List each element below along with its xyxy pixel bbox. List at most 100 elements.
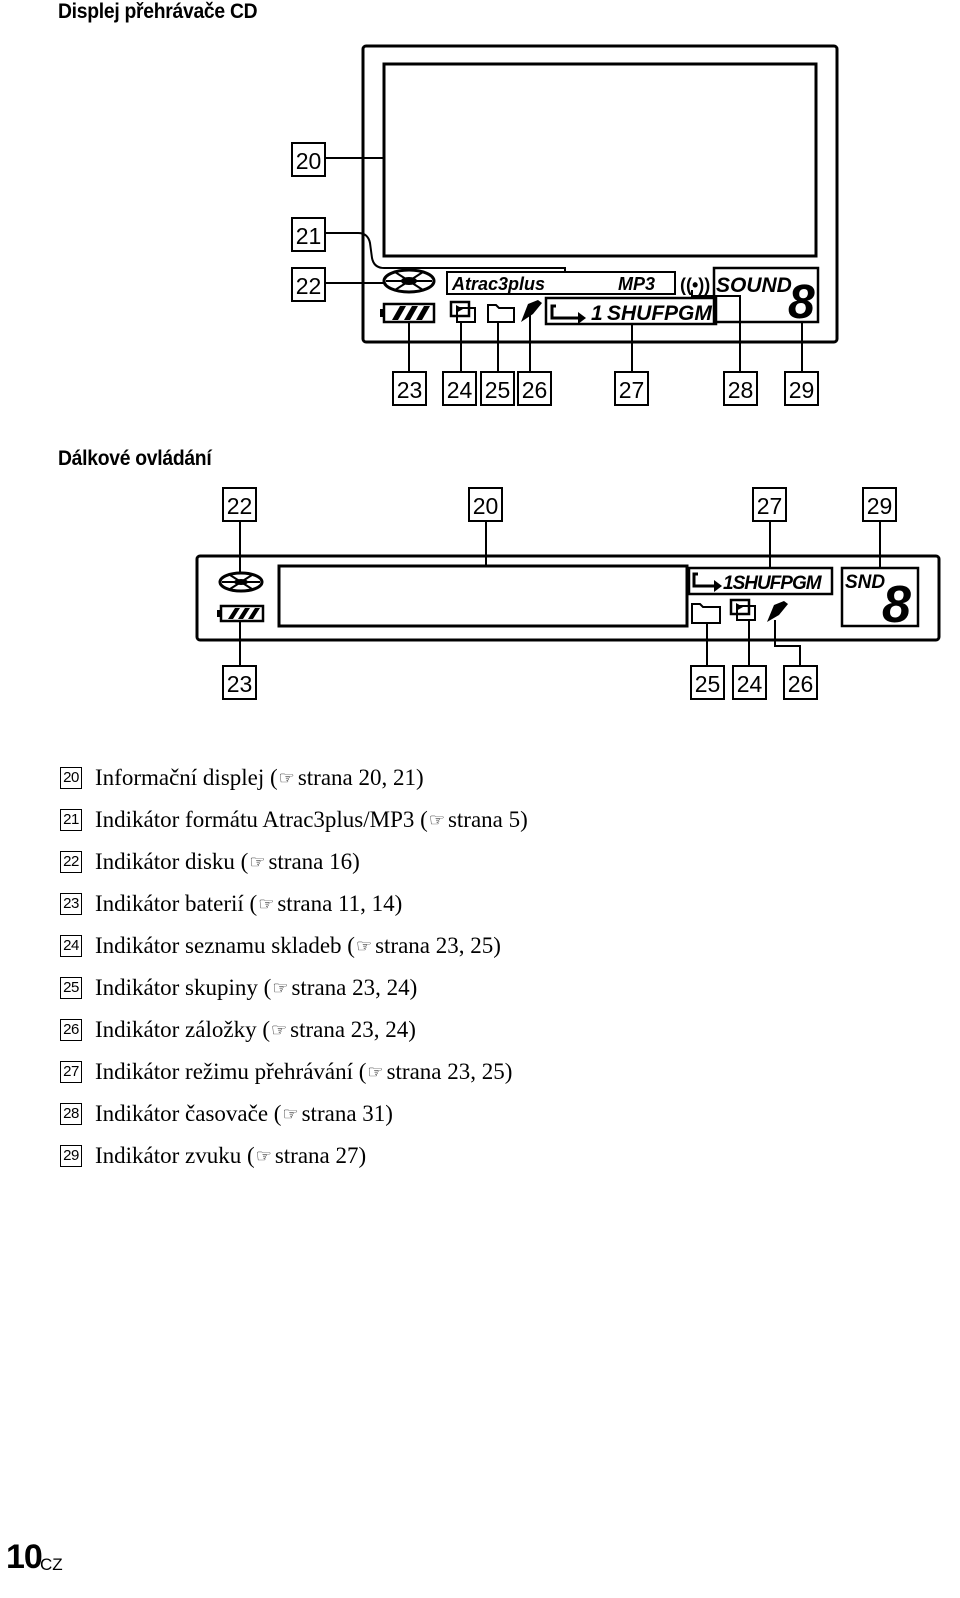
svg-text:23: 23 [227, 671, 253, 697]
remote-callout-24: 24 [732, 665, 767, 700]
cd-sound-label: SOUND [716, 274, 792, 297]
remote-callout-29: 29 [862, 487, 897, 522]
legend-item-26: 26 Indikátor záložky ( ☞ strana 23, 24) [60, 1009, 940, 1051]
cd-callout-25: 25 [480, 371, 515, 406]
cd-info-display [382, 62, 818, 258]
remote-group-icon [691, 603, 721, 624]
cd-playlist-icon [449, 300, 476, 323]
remote-play-mode-box [687, 566, 834, 596]
remote-callout-27: 27 [752, 487, 787, 522]
cd-callout-28: 28 [723, 371, 758, 406]
callout-23: 23 [397, 377, 423, 403]
cd-repeat-icon [550, 304, 586, 324]
remote-display-heading: Dálkové ovládání [58, 447, 212, 470]
legend-text: Indikátor zvuku ( [95, 1143, 255, 1168]
legend-ref: strana 23, 24) [290, 1017, 416, 1042]
page-language: CZ [40, 1555, 63, 1574]
pointing-hand-icon: ☞ [282, 1103, 299, 1124]
remote-sound-digit: 8 [882, 576, 911, 634]
legend-number: 27 [60, 1061, 82, 1083]
pointing-hand-icon: ☞ [355, 935, 373, 956]
remote-callout-25: 25 [690, 665, 725, 700]
cd-disc-icon [382, 268, 436, 294]
remote-leader-lines [239, 520, 881, 666]
remote-snd-label: SND [845, 572, 885, 593]
cd-mode-pgm: PGM [664, 302, 712, 325]
cd-display-diagram: Atrac3plus MP3 ((•)) SOUND 8 1 [291, 44, 839, 406]
callout-20: 20 [296, 148, 322, 174]
svg-text:24: 24 [737, 671, 763, 697]
legend-number: 25 [60, 977, 82, 999]
cd-callout-20: 20 [291, 142, 326, 177]
legend-text: Indikátor skupiny ( [95, 975, 272, 1000]
remote-callout-22: 22 [222, 487, 257, 522]
remote-disc-icon [218, 571, 264, 593]
cd-callout-24: 24 [442, 371, 477, 406]
legend-ref: strana 27) [274, 1143, 367, 1168]
page-number: 10 [6, 1538, 43, 1576]
pointing-hand-icon: ☞ [272, 977, 289, 998]
callout-27: 27 [619, 377, 645, 403]
pointing-hand-icon: ☞ [367, 1061, 384, 1082]
svg-text:27: 27 [757, 493, 783, 519]
legend-text: Informační displej ( [95, 765, 278, 790]
legend-text: Indikátor záložky ( [95, 1017, 270, 1042]
callout-24: 24 [447, 377, 473, 403]
legend-text: Indikátor seznamu skladeb ( [95, 933, 355, 958]
pointing-hand-icon: ☞ [270, 1019, 288, 1040]
legend-text: Indikátor formátu Atrac3plus/MP3 ( [95, 807, 428, 832]
legend-item-24: 24 Indikátor seznamu skladeb ( ☞ strana … [60, 925, 940, 967]
svg-text:25: 25 [695, 671, 721, 697]
legend-text: Indikátor baterií ( [95, 891, 258, 916]
cd-battery-icon [380, 302, 436, 324]
legend-number: 24 [60, 935, 82, 957]
cd-format-box [446, 271, 676, 295]
cd-format-mp3: MP3 [618, 274, 655, 294]
legend-number: 26 [60, 1019, 82, 1041]
legend-item-23: 23 Indikátor baterií ( ☞ strana 11, 14) [60, 883, 940, 925]
callout-22: 22 [296, 273, 322, 299]
callout-28: 28 [728, 377, 754, 403]
legend-ref: strana 16) [268, 849, 360, 874]
remote-info-display [277, 564, 689, 628]
cd-group-icon [487, 304, 515, 323]
pointing-hand-icon: ☞ [255, 1145, 272, 1166]
legend-item-29: 29 Indikátor zvuku ( ☞ strana 27) [60, 1135, 940, 1177]
cd-callout-27: 27 [614, 371, 649, 406]
cd-display-frame [361, 44, 839, 344]
legend-ref: strana 23, 25) [386, 1059, 513, 1084]
cd-bookmark-icon [521, 300, 542, 322]
legend-item-21: 21 Indikátor formátu Atrac3plus/MP3 ( ☞ … [60, 799, 940, 841]
pointing-hand-icon: ☞ [278, 767, 295, 788]
cd-callout-29: 29 [784, 371, 819, 406]
cd-timer-icon: ((•)) [680, 275, 710, 295]
remote-playlist-icon [729, 598, 756, 621]
pointing-hand-icon: ☞ [258, 893, 275, 914]
legend-ref: strana 23, 24) [291, 975, 418, 1000]
legend-item-25: 25 Indikátor skupiny ( ☞ strana 23, 24) [60, 967, 940, 1009]
legend-number: 22 [60, 851, 82, 873]
remote-callout-23: 23 [222, 665, 257, 700]
legend-number: 23 [60, 893, 82, 915]
remote-repeat-icon [692, 572, 722, 592]
cd-callout-22: 22 [291, 267, 326, 302]
cd-callout-21: 21 [291, 217, 326, 252]
callout-26: 26 [522, 377, 548, 403]
remote-callout-20: 20 [468, 487, 503, 522]
cd-callout-26: 26 [517, 371, 552, 406]
cd-mode-one: 1 [591, 302, 603, 325]
legend-item-22: 22 Indikátor disku ( ☞ strana 16) [60, 841, 940, 883]
cd-callout-23: 23 [392, 371, 427, 406]
legend-number: 29 [60, 1145, 82, 1167]
legend-ref: strana 23, 25) [375, 933, 501, 958]
callout-29: 29 [789, 377, 815, 403]
legend-text: Indikátor režimu přehrávání ( [95, 1059, 367, 1084]
cd-display-heading: Displej přehrávače CD [58, 0, 258, 23]
svg-text:29: 29 [867, 493, 893, 519]
remote-mode-label: 1SHUFPGM [723, 573, 823, 594]
callout-25: 25 [485, 377, 511, 403]
legend-number: 21 [60, 809, 82, 831]
legend-number: 20 [60, 767, 82, 789]
remote-display-diagram: 1SHUFPGM SND 8 22 20 27 2 [195, 487, 941, 700]
remote-callout-26: 26 [783, 665, 818, 700]
